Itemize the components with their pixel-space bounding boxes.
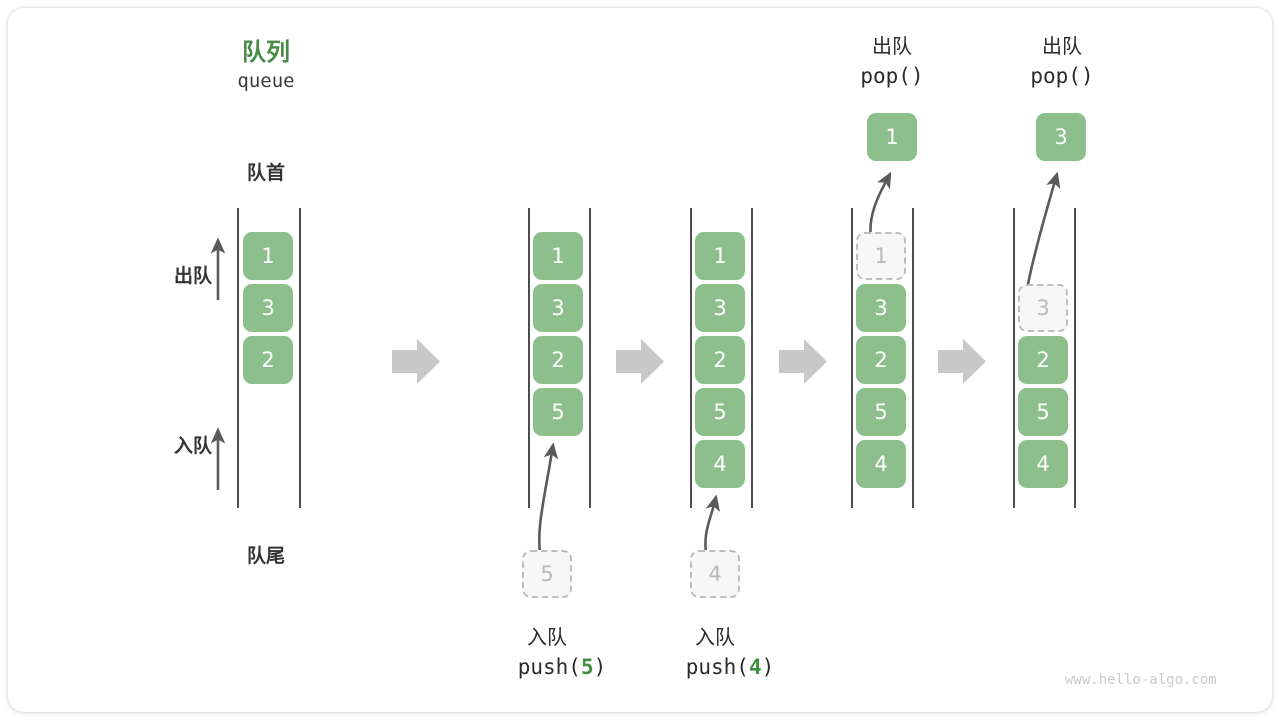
diagram-card bbox=[8, 8, 1272, 712]
queue-cell-new: 4 bbox=[695, 440, 745, 488]
code-suffix: ) bbox=[1080, 64, 1094, 88]
popped-cell: 3 bbox=[1036, 113, 1086, 161]
queue-cell-new: 5 bbox=[533, 388, 583, 436]
code-argument: 5 bbox=[580, 655, 594, 679]
rail-right bbox=[912, 208, 914, 508]
rail-left bbox=[1013, 208, 1015, 508]
page-title: 队列 bbox=[242, 39, 290, 66]
watermark: www.hello-algo.com bbox=[1065, 672, 1217, 688]
queue-cell: 1 bbox=[243, 232, 293, 280]
rail-left bbox=[528, 208, 530, 508]
incoming-ghost-cell: 4 bbox=[690, 550, 740, 598]
operation-code: pop() bbox=[1002, 64, 1122, 88]
queue-cell: 2 bbox=[533, 336, 583, 384]
code-prefix: push( bbox=[517, 655, 581, 679]
code-suffix: ) bbox=[761, 655, 775, 679]
queue-cell: 3 bbox=[856, 284, 906, 332]
code-prefix: push( bbox=[685, 655, 749, 679]
code-argument: 4 bbox=[748, 655, 762, 679]
rail-left bbox=[690, 208, 692, 508]
outgoing-ghost-cell: 1 bbox=[856, 232, 906, 280]
code-prefix: pop( bbox=[1030, 64, 1081, 88]
rail-left bbox=[237, 208, 239, 508]
queue-cell: 2 bbox=[1018, 336, 1068, 384]
rail-right bbox=[299, 208, 301, 508]
rear-label: 队尾 bbox=[246, 546, 285, 567]
queue-cell: 5 bbox=[695, 388, 745, 436]
queue-cell: 1 bbox=[695, 232, 745, 280]
operation-code: pop() bbox=[832, 64, 952, 88]
queue-cell: 3 bbox=[695, 284, 745, 332]
enqueue-label: 入队 bbox=[173, 436, 212, 457]
queue-cell: 4 bbox=[856, 440, 906, 488]
code-prefix: pop( bbox=[860, 64, 911, 88]
rail-right bbox=[751, 208, 753, 508]
operation-label: 出队 bbox=[1042, 36, 1082, 58]
queue-cell: 2 bbox=[856, 336, 906, 384]
page-subtitle: queue bbox=[237, 70, 295, 92]
operation-code: push(4) bbox=[655, 655, 805, 679]
front-label: 队首 bbox=[246, 163, 285, 184]
queue-cell: 2 bbox=[243, 336, 293, 384]
operation-label: 入队 bbox=[695, 627, 735, 649]
code-suffix: ) bbox=[593, 655, 607, 679]
operation-code: push(5) bbox=[487, 655, 637, 679]
outgoing-ghost-cell: 3 bbox=[1018, 284, 1068, 332]
popped-cell: 1 bbox=[867, 113, 917, 161]
queue-cell: 3 bbox=[533, 284, 583, 332]
rail-right bbox=[589, 208, 591, 508]
queue-cell: 2 bbox=[695, 336, 745, 384]
code-suffix: ) bbox=[910, 64, 924, 88]
queue-cell: 3 bbox=[243, 284, 293, 332]
queue-cell: 5 bbox=[856, 388, 906, 436]
incoming-ghost-cell: 5 bbox=[522, 550, 572, 598]
rail-left bbox=[851, 208, 853, 508]
operation-label: 入队 bbox=[527, 627, 567, 649]
dequeue-label: 出队 bbox=[173, 266, 212, 287]
queue-cell: 4 bbox=[1018, 440, 1068, 488]
queue-cell: 5 bbox=[1018, 388, 1068, 436]
operation-label: 出队 bbox=[872, 36, 912, 58]
queue-cell: 1 bbox=[533, 232, 583, 280]
rail-right bbox=[1074, 208, 1076, 508]
